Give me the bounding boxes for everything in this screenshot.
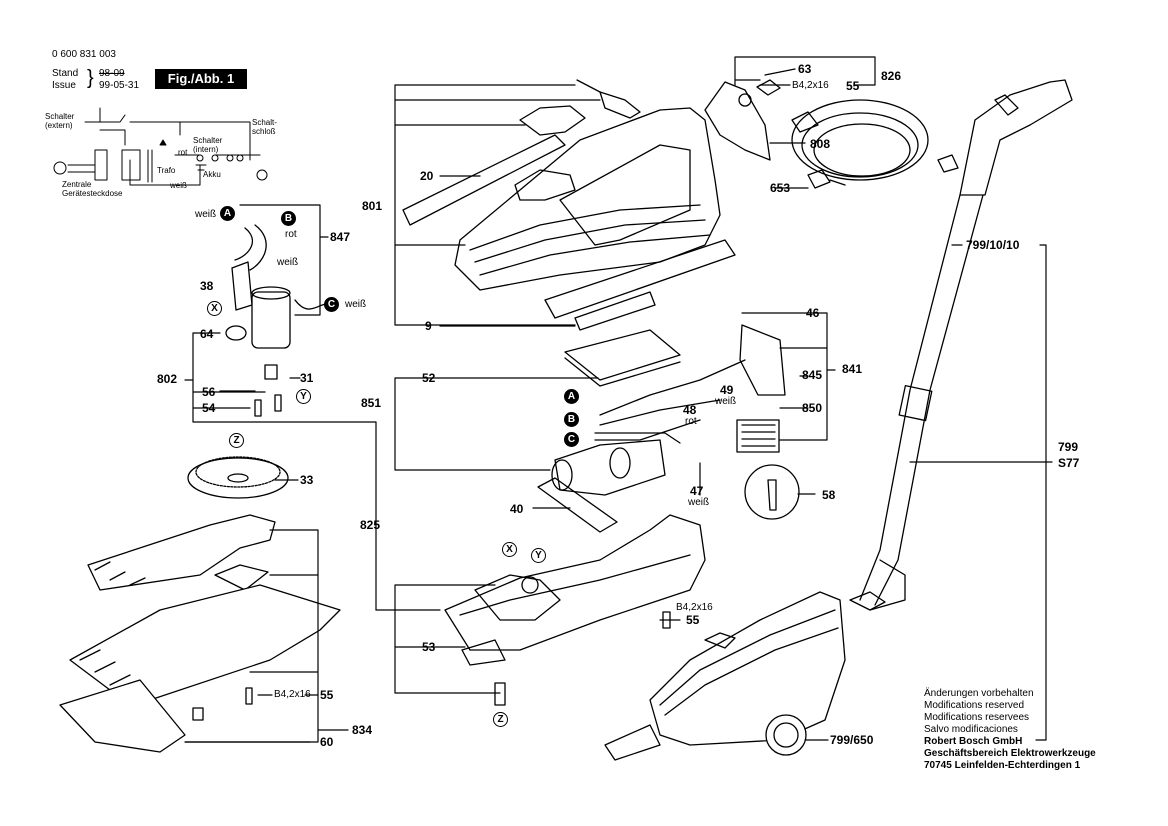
company-line: 70745 Leinfelden-Echterdingen 1 bbox=[924, 760, 1081, 771]
marker-y-icon: Y bbox=[296, 389, 311, 404]
spec-b42x16-left: B4,2x16 bbox=[274, 689, 311, 700]
note-line: Modifications reservees bbox=[924, 712, 1030, 723]
part-55-left: 55 bbox=[320, 688, 334, 702]
part-55-center: 55 bbox=[686, 613, 700, 627]
marker-z-center-icon: Z bbox=[493, 712, 508, 727]
spec-b42x16-top: B4,2x16 bbox=[792, 80, 829, 91]
part-55-top: 55 bbox=[846, 79, 860, 93]
rot-label-b: rot bbox=[285, 229, 297, 240]
part-845: 845 bbox=[802, 368, 823, 382]
part-799-650: 799/650 bbox=[830, 733, 874, 747]
schaltschloss-label: Schalt- schloß bbox=[252, 118, 277, 136]
marker-b-icon: B bbox=[281, 211, 296, 226]
part-850: 850 bbox=[802, 401, 823, 415]
part-9: 9 bbox=[425, 319, 432, 333]
weiss-label-47: weiß bbox=[688, 497, 710, 508]
part-20: 20 bbox=[420, 169, 434, 183]
part-s77: S77 bbox=[1058, 456, 1080, 470]
part-52: 52 bbox=[422, 371, 436, 385]
weiss-label-c: weiß bbox=[345, 299, 367, 310]
part-63: 63 bbox=[798, 62, 812, 76]
telescopic-handle bbox=[859, 79, 1073, 611]
issue-label: Issue bbox=[52, 80, 76, 91]
blade-set bbox=[59, 514, 341, 753]
note-line: Änderungen vorbehalten bbox=[924, 688, 1034, 699]
marker-c-icon: C bbox=[324, 297, 339, 312]
marker-a-center-icon: A bbox=[564, 389, 579, 404]
schalter-extern-label: Schalter (extern) bbox=[45, 112, 75, 130]
spec-b42x16-center: B4,2x16 bbox=[676, 602, 713, 613]
old-date: 98-09 bbox=[99, 68, 125, 79]
part-799-10-10: 799/10/10 bbox=[966, 238, 1020, 252]
part-33: 33 bbox=[300, 473, 314, 487]
brace: } bbox=[87, 67, 94, 89]
zentrale-label: Zentrale Gerätesteckdose bbox=[62, 180, 123, 198]
part-826: 826 bbox=[881, 69, 902, 83]
wiring-schematic bbox=[53, 107, 268, 186]
part-847: 847 bbox=[330, 230, 351, 244]
marker-c-center-icon: C bbox=[564, 432, 579, 447]
part-31: 31 bbox=[300, 371, 314, 385]
part-60: 60 bbox=[320, 735, 334, 749]
part-834: 834 bbox=[352, 723, 373, 737]
part-53: 53 bbox=[422, 640, 436, 654]
new-date: 99-05-31 bbox=[99, 80, 140, 91]
leader-lines bbox=[184, 56, 1053, 743]
weiss-label-a: weiß bbox=[195, 209, 217, 220]
marker-b-center-icon: B bbox=[564, 412, 579, 427]
weiss-label-mid: weiß bbox=[277, 257, 299, 268]
rot-label-center: rot bbox=[685, 416, 697, 427]
weiss-label-schematic: weiß bbox=[170, 181, 187, 190]
part-841: 841 bbox=[842, 362, 863, 376]
weiss-label-49: weiß bbox=[715, 396, 737, 407]
marker-z-icon: Z bbox=[229, 433, 244, 448]
part-799: 799 bbox=[1058, 440, 1079, 454]
schalter-intern-label: Schalter (intern) bbox=[193, 136, 223, 154]
company-line: Geschäftsbereich Elektrowerkzeuge bbox=[924, 748, 1096, 759]
part-851: 851 bbox=[361, 396, 382, 410]
marker-a-icon: A bbox=[220, 206, 235, 221]
electronics bbox=[537, 324, 800, 533]
stand-label: Stand bbox=[52, 68, 79, 79]
part-46: 46 bbox=[806, 306, 820, 320]
figure-label: Fig./Abb. 1 bbox=[155, 69, 247, 89]
note-line: Modifications reserved bbox=[924, 700, 1025, 711]
part-40: 40 bbox=[510, 502, 524, 516]
marker-x-center-icon: X bbox=[502, 542, 517, 557]
hedge-trimmer-assembled bbox=[604, 591, 886, 761]
part-802: 802 bbox=[157, 372, 178, 386]
cable-assembly bbox=[704, 79, 959, 189]
part-56: 56 bbox=[202, 385, 216, 399]
part-number: 0 600 831 003 bbox=[52, 49, 116, 60]
marker-x-icon: X bbox=[207, 301, 222, 316]
part-653: 653 bbox=[770, 181, 791, 195]
upper-housing bbox=[402, 79, 736, 331]
part-54: 54 bbox=[202, 401, 216, 415]
part-64: 64 bbox=[200, 327, 214, 341]
part-38: 38 bbox=[200, 279, 214, 293]
note-line: Salvo modificaciones bbox=[924, 724, 1018, 735]
part-47: 47 bbox=[690, 484, 704, 498]
part-49: 49 bbox=[720, 383, 734, 397]
part-801: 801 bbox=[362, 199, 383, 213]
part-58: 58 bbox=[822, 488, 836, 502]
akku-label: Akku bbox=[203, 170, 221, 179]
part-808: 808 bbox=[810, 137, 831, 151]
motor-assembly bbox=[187, 224, 331, 499]
part-48: 48 bbox=[683, 403, 697, 417]
rot-label: rot bbox=[178, 148, 188, 157]
marker-y-center-icon: Y bbox=[531, 548, 546, 563]
company-line: Robert Bosch GmbH bbox=[924, 736, 1023, 747]
trafo-label: Trafo bbox=[157, 166, 176, 175]
disclaimer-block: Änderungen vorbehalten Modifications res… bbox=[924, 688, 1096, 772]
lower-housing bbox=[444, 514, 706, 706]
part-825: 825 bbox=[360, 518, 381, 532]
